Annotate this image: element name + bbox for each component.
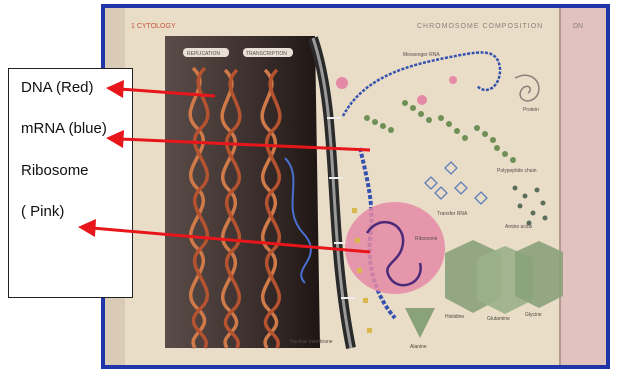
svg-text:Nuclear membrane: Nuclear membrane — [290, 339, 333, 345]
svg-text:Alanine: Alanine — [410, 344, 427, 350]
next-page-edge — [560, 8, 606, 365]
ribosome-large — [345, 202, 445, 294]
svg-text:Polypeptide chain: Polypeptide chain — [497, 168, 537, 174]
svg-text:Protein: Protein — [523, 107, 539, 113]
label-ribosome: Ribosome — [21, 162, 89, 179]
edge-text: DN — [573, 23, 583, 30]
svg-text:Messenger RNA: Messenger RNA — [403, 52, 440, 58]
nucleus-panel — [165, 36, 320, 348]
label-dna: DNA (Red) — [21, 79, 94, 96]
legend-box: DNA (Red) mRNA (blue) Ribosome ( Pink) — [8, 68, 133, 298]
svg-text:Glycine: Glycine — [525, 312, 542, 318]
svg-text:REPLICATION: REPLICATION — [187, 51, 220, 57]
textbook-photo: 1 CYTOLOGY CHROMOSOME COMPOSITION DN REP… — [105, 8, 606, 365]
label-mrna: mRNA (blue) — [21, 120, 107, 137]
label-pink: ( Pink) — [21, 203, 64, 220]
ribosome-small — [336, 77, 348, 89]
svg-text:Histidine: Histidine — [445, 314, 464, 320]
page-title: CHROMOSOME COMPOSITION — [417, 23, 543, 30]
photo-frame: 1 CYTOLOGY CHROMOSOME COMPOSITION DN REP… — [101, 4, 610, 369]
svg-text:Glutamine: Glutamine — [487, 316, 510, 322]
svg-text:Transfer RNA: Transfer RNA — [437, 211, 468, 217]
svg-text:Ribosome: Ribosome — [415, 236, 438, 242]
svg-text:Amino acids: Amino acids — [505, 224, 533, 230]
svg-text:TRANSCRIPTION: TRANSCRIPTION — [246, 51, 287, 57]
section-heading: 1 CYTOLOGY — [131, 23, 176, 30]
